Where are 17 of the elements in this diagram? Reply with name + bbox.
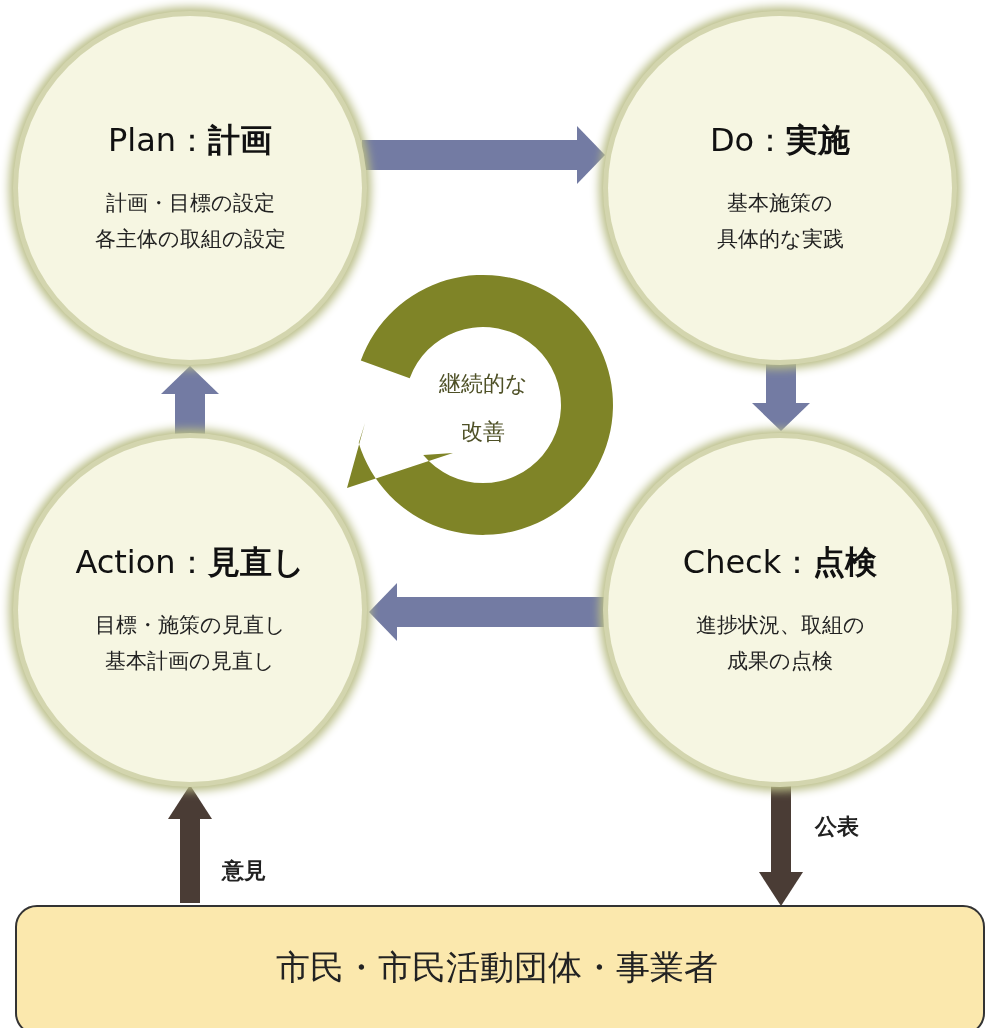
ring-label: 継続的な改善 [437, 370, 529, 446]
circle-description: 目標・施策の見直し基本計画の見直し [94, 612, 286, 675]
arrow [362, 126, 605, 184]
circle-description: 基本施策の具体的な実践 [716, 190, 844, 253]
circle-heading: Do：実施 [709, 120, 851, 161]
edge-label: 公表 [815, 813, 859, 841]
circle-description: 進捗状況、取組の成果の点検 [695, 612, 865, 675]
circle-heading: Check：点検 [682, 542, 878, 583]
stakeholder-box [15, 905, 985, 1028]
circle-heading: Plan：計画 [107, 120, 273, 161]
arrow [161, 366, 219, 434]
arrow [168, 785, 212, 903]
box-label: 市民・市民活動団体・事業者 [275, 946, 719, 989]
edge-label: 意見 [222, 857, 266, 885]
arrow [752, 362, 810, 431]
circle-heading: Action：見直し [75, 542, 305, 583]
circle-description: 計画・目標の設定各主体の取組の設定 [94, 190, 286, 253]
